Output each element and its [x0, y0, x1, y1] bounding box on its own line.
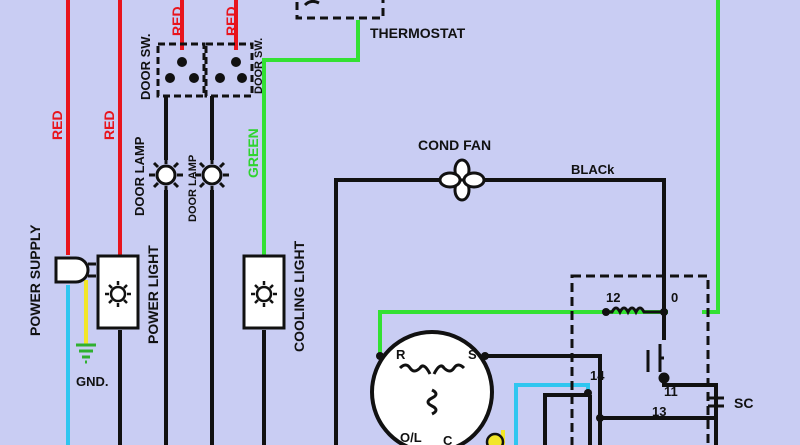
green-label: GREEN	[245, 128, 261, 178]
red-wires	[66, 0, 238, 258]
red-label-2: RED	[101, 110, 117, 140]
overload-label: O/L	[400, 430, 422, 445]
switch-icon	[646, 344, 670, 384]
door-switch-2	[204, 42, 254, 98]
door-sw-label-2: DOOR SW.	[253, 38, 265, 94]
terminal-13-label: 13	[652, 404, 666, 419]
gnd-label: GND.	[76, 374, 109, 389]
terminal-c-label: C	[443, 433, 453, 445]
thermostat-box	[295, 0, 385, 20]
terminal-s-label: S	[468, 347, 477, 362]
power-supply-label: POWER SUPPLY	[27, 224, 43, 336]
lamp-icon	[149, 158, 183, 192]
black-wire-label: BLACk	[571, 162, 615, 177]
cooling-light-label: COOLING LIGHT	[291, 240, 307, 352]
terminal-r-label: R	[396, 347, 406, 362]
door-lamp-label-1: DOOR LAMP	[132, 136, 147, 216]
capacitor-icon	[708, 396, 724, 408]
thermostat-label: THERMOSTAT	[370, 25, 466, 41]
power-light	[96, 254, 140, 330]
terminal-11-label: 11	[664, 384, 678, 399]
ground-icon	[76, 343, 96, 364]
relay-box	[570, 274, 710, 445]
coil-icon	[602, 306, 668, 316]
cooling-light	[242, 254, 286, 330]
door-lamp-label-2: DOOR LAMP	[187, 155, 199, 222]
terminal-14-label: 14	[590, 368, 605, 383]
red-label-3: RED	[169, 6, 185, 36]
plug-icon	[54, 256, 96, 284]
door-switch-1	[156, 42, 206, 98]
door-sw-label-1: DOOR SW.	[138, 34, 153, 100]
cond-fan-label: COND FAN	[418, 137, 491, 153]
red-label-1: RED	[49, 110, 65, 140]
terminal-0-label: 0	[671, 290, 678, 305]
sc-label: SC	[734, 395, 753, 411]
black-wires	[118, 178, 718, 445]
lamp-icon	[195, 158, 229, 192]
red-label-4: RED	[223, 6, 239, 36]
terminal-12-label: 12	[606, 290, 620, 305]
fan-icon	[438, 158, 486, 202]
compressor-icon	[370, 330, 494, 445]
power-light-label: POWER LIGHT	[145, 245, 161, 344]
